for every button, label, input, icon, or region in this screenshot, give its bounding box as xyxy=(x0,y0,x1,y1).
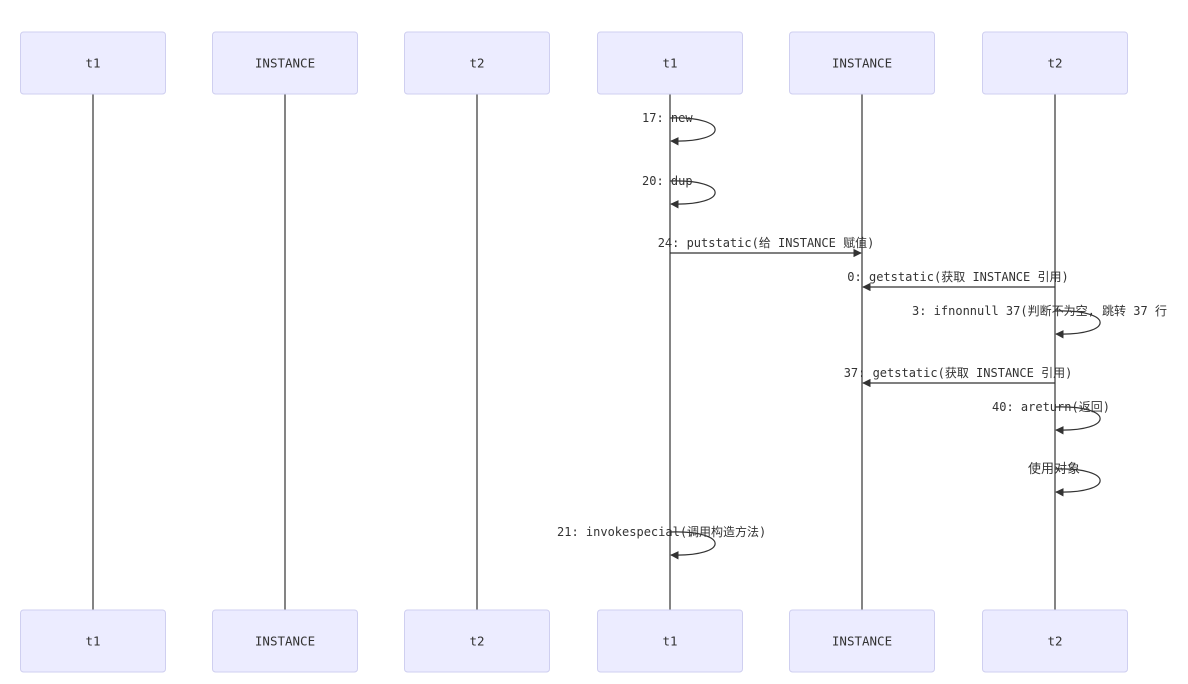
participant-box xyxy=(789,609,935,673)
message-label: 40: areturn(返回) xyxy=(992,400,1110,414)
lifelines xyxy=(92,94,1056,610)
participant-top-p5: t2 xyxy=(982,31,1128,95)
participant-box xyxy=(597,609,743,673)
message-label: 使用对象 xyxy=(1028,461,1080,477)
message-4: 3: ifnonnull 37(判断不为空, 跳转 37 行 xyxy=(912,303,1167,339)
participant-bottom-p2: t2 xyxy=(404,609,550,673)
participant-label: t2 xyxy=(1047,634,1062,649)
participant-label: INSTANCE xyxy=(832,634,892,649)
message-3: 0: getstatic(获取 INSTANCE 引用) xyxy=(847,270,1069,292)
participant-top-p2: t2 xyxy=(404,31,550,95)
self-message-arrow xyxy=(1054,310,1101,339)
participant-bottom-p0: t1 xyxy=(20,609,166,673)
participant-label: t1 xyxy=(662,56,677,71)
participant-box xyxy=(404,609,550,673)
participant-label: INSTANCE xyxy=(255,56,315,71)
self-message-arrow xyxy=(669,117,716,146)
message-7: 使用对象 xyxy=(1028,461,1101,497)
participant-label: INSTANCE xyxy=(255,634,315,649)
message-8: 21: invokespecial(调用构造方法) xyxy=(557,524,766,560)
participant-label: t2 xyxy=(1047,56,1062,71)
participant-box xyxy=(982,609,1128,673)
self-message-arrow xyxy=(1054,468,1101,497)
message-0: 17: new xyxy=(642,111,716,146)
participant-top-p0: t1 xyxy=(20,31,166,95)
participant-bottom-p3: t1 xyxy=(597,609,743,673)
participant-bottom-p5: t2 xyxy=(982,609,1128,673)
message-label: 17: new xyxy=(642,111,693,125)
message-label: 3: ifnonnull 37(判断不为空, 跳转 37 行 xyxy=(912,303,1167,318)
messages: 17: new 20: dup 24: putstatic(给 INSTANCE 赋… xyxy=(557,111,1167,560)
participant-box xyxy=(212,31,358,95)
participant-box xyxy=(20,609,166,673)
message-label: 24: putstatic(给 INSTANCE 赋值) xyxy=(658,235,875,250)
participant-box xyxy=(404,31,550,95)
participant-box xyxy=(212,609,358,673)
participant-top-p3: t1 xyxy=(597,31,743,95)
self-message-arrow xyxy=(669,180,716,209)
participant-box xyxy=(597,31,743,95)
participant-label: t1 xyxy=(85,56,100,71)
message-1: 20: dup xyxy=(642,174,716,209)
participant-label: INSTANCE xyxy=(832,56,892,71)
participant-label: t2 xyxy=(469,56,484,71)
participant-box xyxy=(982,31,1128,95)
self-message-arrow xyxy=(669,531,716,560)
participant-box xyxy=(20,31,166,95)
message-6: 40: areturn(返回) xyxy=(992,400,1110,435)
participant-top-p4: INSTANCE xyxy=(789,31,935,95)
participant-bottom-p1: INSTANCE xyxy=(212,609,358,673)
message-5: 37: getstatic(获取 INSTANCE 引用) xyxy=(844,366,1073,388)
participants-top: t1 INSTANCE t2 t1 INSTANCE t2 xyxy=(20,31,1128,95)
message-label: 21: invokespecial(调用构造方法) xyxy=(557,524,766,539)
message-label: 37: getstatic(获取 INSTANCE 引用) xyxy=(844,366,1073,380)
participant-bottom-p4: INSTANCE xyxy=(789,609,935,673)
participants-bottom: t1 INSTANCE t2 t1 INSTANCE t2 xyxy=(20,609,1128,673)
participant-label: t1 xyxy=(85,634,100,649)
participant-label: t2 xyxy=(469,634,484,649)
message-label: 0: getstatic(获取 INSTANCE 引用) xyxy=(847,270,1068,284)
participant-label: t1 xyxy=(662,634,677,649)
message-2: 24: putstatic(给 INSTANCE 赋值) xyxy=(658,235,875,258)
message-label: 20: dup xyxy=(642,174,693,188)
self-message-arrow xyxy=(1054,406,1101,435)
participant-top-p1: INSTANCE xyxy=(212,31,358,95)
participant-box xyxy=(789,31,935,95)
